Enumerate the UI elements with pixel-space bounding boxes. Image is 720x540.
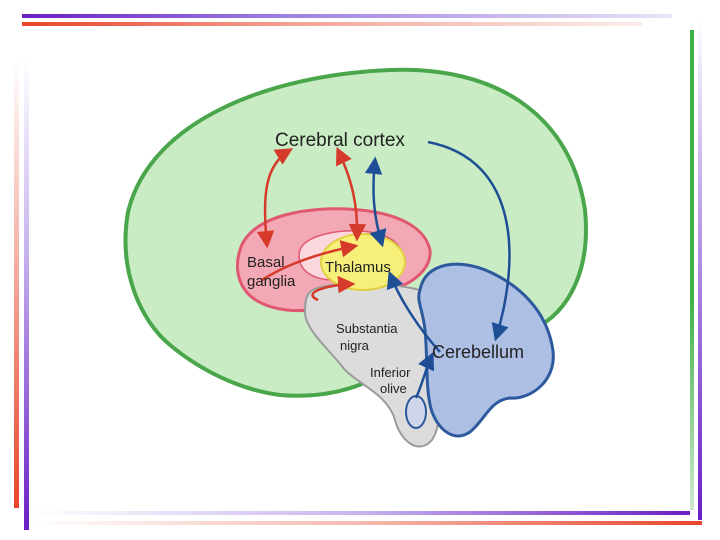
- top-purple-bar: [22, 14, 672, 18]
- label-basal-line1: Basal: [247, 254, 285, 271]
- label-inferior-line1: Inferior: [370, 365, 411, 380]
- label-cerebellum: Cerebellum: [432, 342, 524, 362]
- label-substantia-line2: nigra: [340, 338, 370, 353]
- red-arrow-substantia-to-thalamus: [311, 275, 356, 302]
- red-arrow-cortex-to-thalamus: [335, 146, 367, 242]
- label-cerebral-cortex: Cerebral cortex: [275, 130, 405, 151]
- bottom-purple-bar: [30, 511, 690, 515]
- left-red-bar: [14, 60, 19, 508]
- left-purple-bar: [24, 60, 29, 530]
- label-inferior-line2: olive: [380, 381, 407, 396]
- blue-arrow-cortex-to-cerebellum: [427, 140, 511, 342]
- bottom-red-bar: [30, 521, 702, 525]
- right-green-bar: [690, 30, 694, 510]
- cerebellum-shape: [417, 262, 555, 438]
- top-red-bar: [22, 22, 642, 26]
- blue-arrow-olive-to-cerebellum: [414, 351, 435, 399]
- label-thalamus: Thalamus: [325, 259, 391, 276]
- red-arrow-cortex-to-basal: [256, 148, 293, 249]
- blue-arrow-cerebellum-to-thalamus: [386, 270, 441, 353]
- red-arrow-basal-to-thalamus: [261, 240, 359, 282]
- blue-arrow-cortex-thalamus: [364, 156, 387, 248]
- label-substantia-line1: Substantia: [336, 321, 398, 336]
- right-purple-bar: [698, 20, 702, 520]
- inferior-olive-shape: [405, 395, 427, 429]
- label-basal-line2: ganglia: [247, 273, 296, 290]
